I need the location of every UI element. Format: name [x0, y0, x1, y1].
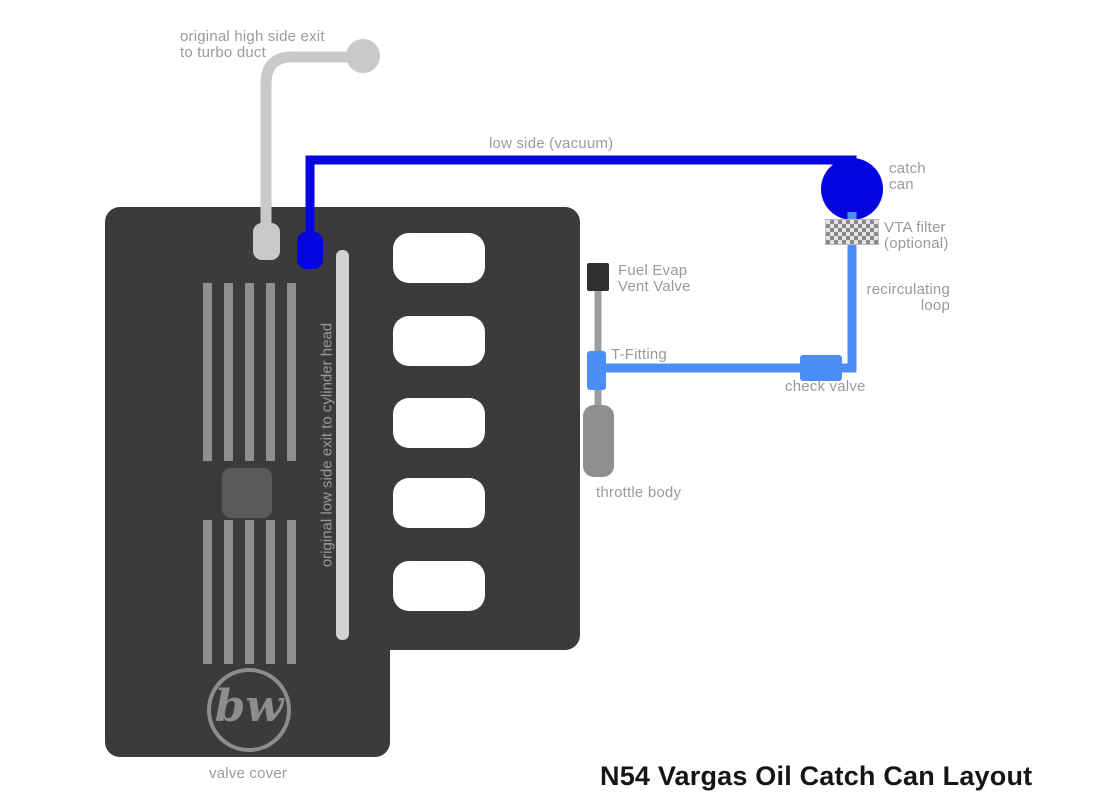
high-side-label-line1: original high side exit: [180, 28, 325, 45]
diagram-title: N54 Vargas Oil Catch Can Layout: [600, 761, 1033, 791]
check-valve-label: check valve: [785, 378, 866, 395]
recirculating-loop-label-line1: recirculating: [866, 281, 950, 298]
check-valve: [800, 355, 842, 381]
catch-can-label-line2: can: [889, 176, 914, 193]
vta-filter: [825, 219, 879, 245]
catch-can-label-line1: catch: [889, 160, 926, 177]
throttle-body-label: throttle body: [596, 484, 682, 501]
vta-filter-label-line1: VTA filter: [884, 219, 946, 236]
valve-cover-port: [393, 233, 485, 283]
high-side-pipe: [260, 51, 354, 240]
low-side-nub: [297, 232, 323, 269]
valve-cover-port: [393, 316, 485, 366]
valve-cover-ribs-bottom: [203, 520, 296, 664]
low-side-exit-channel: [336, 250, 349, 640]
high-side-nub: [253, 223, 280, 260]
throttle-body: [583, 405, 614, 477]
vta-filter-label: VTA filter (optional): [884, 220, 949, 252]
high-side-label-line2: to turbo duct: [180, 44, 266, 61]
valve-cover-label: valve cover: [209, 765, 288, 782]
valve-cover-cap: [222, 468, 272, 518]
valve-cover-port: [393, 478, 485, 528]
fuel-evap-label-line1: Fuel Evap: [618, 262, 688, 279]
low-side-hose: [305, 155, 857, 248]
valve-cover-port: [393, 561, 485, 611]
fuel-evap-label: Fuel Evap Vent Valve: [618, 263, 691, 295]
bw-logo: bw: [207, 668, 291, 752]
fuel-evap-label-line2: Vent Valve: [618, 278, 691, 295]
recirculating-loop-label: recirculating loop: [867, 282, 950, 314]
high-side-pipe-end: [346, 39, 380, 73]
fuel-evap-vent-valve: [587, 263, 609, 291]
catch-can: [821, 158, 883, 220]
high-side-label: original high side exit to turbo duct: [180, 29, 325, 61]
vta-filter-label-line2: (optional): [884, 235, 949, 252]
low-side-label: low side (vacuum): [489, 135, 614, 152]
recirculating-hose: [600, 212, 857, 373]
valve-cover-port: [393, 398, 485, 448]
catch-can-label: catch can: [889, 161, 926, 193]
recirculating-loop-label-line2: loop: [920, 297, 950, 314]
valve-cover-ribs-top: [203, 283, 296, 461]
t-fitting-label: T-Fitting: [611, 346, 667, 363]
t-fitting: [587, 351, 606, 390]
bw-logo-text: bw: [214, 681, 284, 732]
